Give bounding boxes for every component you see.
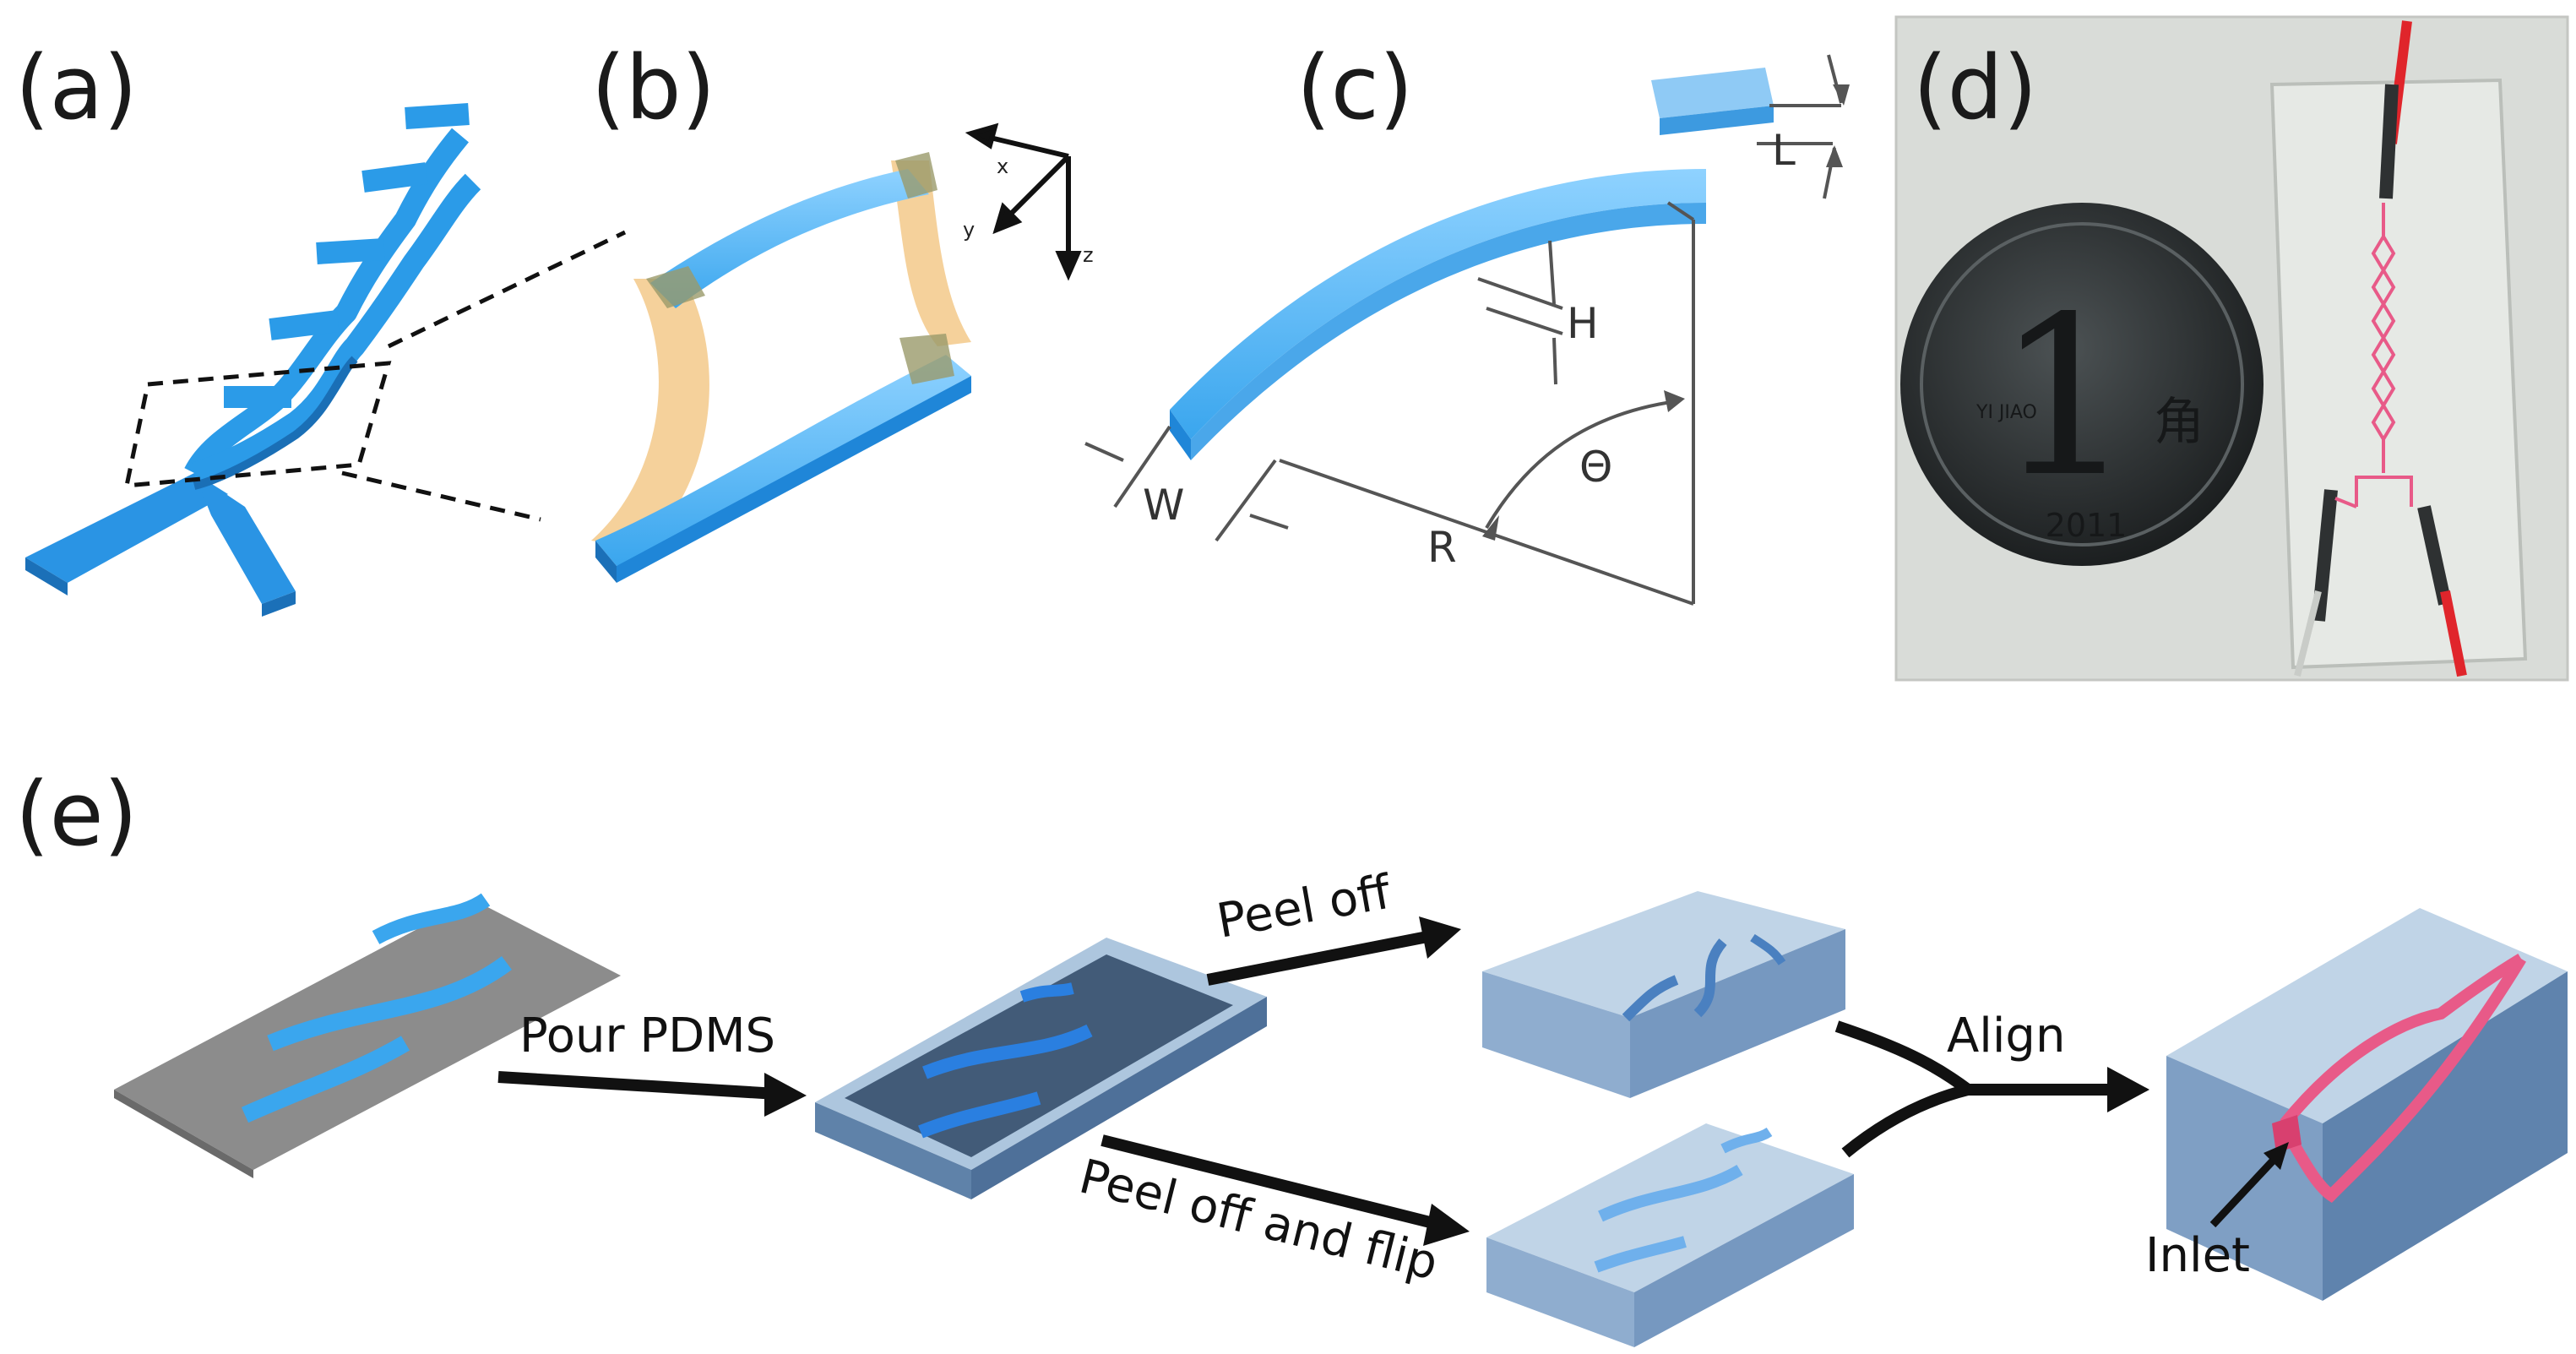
panel-c: (c) L H: [1084, 36, 1850, 606]
rhombic-unit-3d: [591, 152, 971, 583]
arrow-peel-flip: [1101, 1134, 1470, 1246]
pdms-block-cast: [815, 938, 1267, 1199]
coordinate-axes: [965, 122, 1082, 281]
cross-section-block: [1651, 68, 1774, 118]
mold-substrate: [114, 893, 621, 1178]
zoom-line-top: [387, 230, 627, 349]
dimension-label-theta: Θ: [1579, 443, 1612, 492]
zoom-line-bottom: [341, 470, 541, 522]
zoom-box: [123, 361, 392, 488]
panel-label-c: (c): [1296, 36, 1413, 139]
coin-mark: YI JIAO: [1975, 402, 2037, 423]
curved-channel-segment: [1170, 169, 1706, 439]
serpentine-channel-3d: [25, 103, 481, 617]
arrow-inlet: [2209, 1142, 2289, 1228]
arrow-align: [1834, 1020, 2116, 1158]
bonded-chip: [2166, 908, 2568, 1301]
mold-channel-2: [267, 955, 512, 1052]
rhombic-chain: [184, 103, 481, 484]
dimension-label-W: W: [1143, 481, 1184, 530]
theta-arc: [1485, 400, 1677, 530]
dimension-label-H: H: [1567, 299, 1599, 348]
inlet-branch-right: [194, 473, 296, 604]
channel-arc-bottom: [595, 355, 971, 566]
pdms-block-flipped: [1486, 1123, 1854, 1347]
pink-rhombic-channel: [2279, 953, 2526, 1204]
panel-a: (a): [15, 36, 627, 617]
coin-denomination: 1: [1995, 270, 2134, 525]
step-label-inlet: Inlet: [2145, 1228, 2250, 1283]
panel-d-photo: (d) 1 角 2011 YI JIAO: [1894, 15, 2569, 682]
axis-label-y: y: [963, 218, 975, 242]
dimension-label-L: L: [1772, 126, 1796, 175]
glass-chip: [2269, 78, 2528, 670]
pdms-block-top: [1482, 891, 1845, 1098]
arrow-peel: [1206, 916, 1461, 986]
panel-label-b: (b): [591, 36, 715, 139]
step-label-peel-flip: Peel off and flip: [1074, 1150, 1443, 1291]
mold-channel-1: [372, 893, 491, 944]
axis-label-z: z: [1083, 243, 1094, 267]
pink-chip-channel: [2334, 203, 2413, 508]
panel-e: (e) Pour PDMS Peel off: [15, 763, 2568, 1347]
dimension-label-R: R: [1427, 523, 1457, 572]
coin: [1900, 203, 2264, 566]
axis-label-x: x: [997, 155, 1008, 178]
inlet-branch-left: [25, 473, 228, 583]
mold-channel-3: [241, 1036, 410, 1123]
coin-unit: 角: [2154, 393, 2204, 452]
step-label-pour: Pour PDMS: [519, 1009, 775, 1063]
panel-b: (b) x y z: [591, 36, 1094, 583]
panel-label-a: (a): [15, 36, 138, 139]
highlight-arc-right: [891, 160, 971, 346]
step-label-peel: Peel off: [1213, 865, 1395, 949]
coin-year: 2011: [2046, 507, 2128, 544]
channel-arc-top: [650, 169, 929, 308]
panel-label-e: (e): [15, 763, 138, 866]
step-label-align: Align: [1947, 1009, 2065, 1063]
arrow-pour: [497, 1071, 807, 1117]
panel-label-d: (d): [1913, 36, 2037, 139]
tubing: [2294, 20, 2467, 677]
highlight-arc-left: [591, 279, 709, 549]
